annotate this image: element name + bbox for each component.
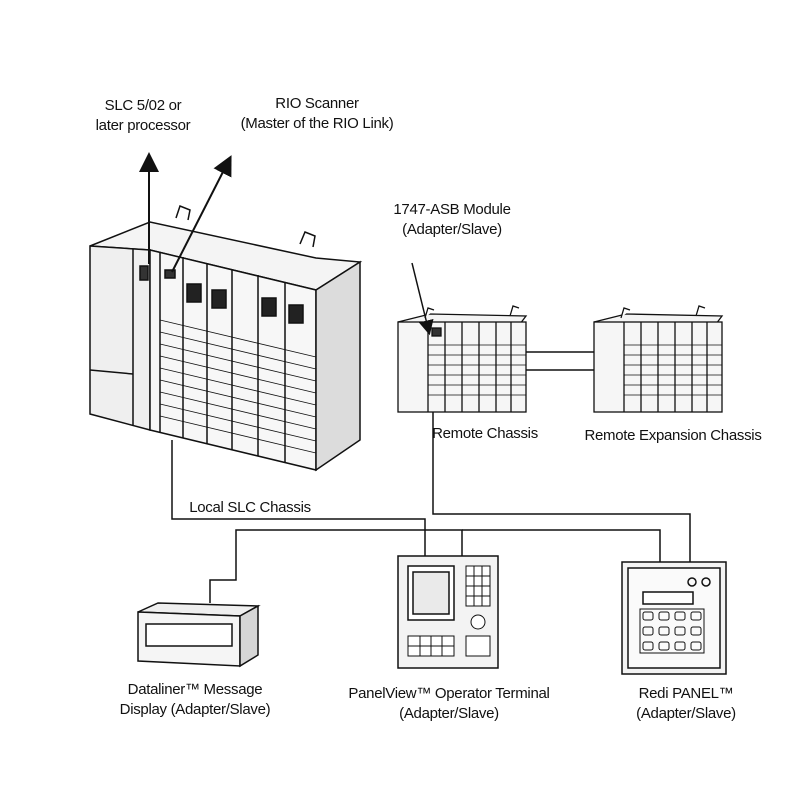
remote-chassis-label: Remote Chassis — [432, 425, 538, 442]
remote-expansion-chassis-icon — [593, 305, 724, 413]
local-slc-chassis-icon — [89, 205, 363, 472]
panelview-label-line1: PanelView™ Operator Terminal — [348, 685, 550, 702]
dataliner-label: Dataliner™ Message Display (Adapter/Slav… — [100, 680, 290, 720]
expansion-cable — [526, 351, 594, 371]
processor-label-line1: SLC 5/02 or — [104, 97, 182, 114]
dataliner-label-line2: Display (Adapter/Slave) — [119, 701, 271, 718]
asb-module-label-line2: (Adapter/Slave) — [402, 221, 502, 238]
dataliner-display-icon — [137, 602, 261, 668]
asb-module-label: 1747-ASB Module (Adapter/Slave) — [382, 200, 522, 240]
redipanel-label-line2: (Adapter/Slave) — [636, 705, 736, 722]
rio-scanner-label-line2: (Master of the RIO Link) — [240, 115, 394, 132]
asb-module-label-line1: 1747-ASB Module — [393, 201, 511, 218]
dataliner-label-line1: Dataliner™ Message — [127, 681, 263, 698]
rio-scanner-arrow-icon — [171, 155, 232, 273]
processor-label-line2: later processor — [95, 117, 191, 134]
redi-panel-icon — [621, 561, 727, 675]
rio-scanner-label-line1: RIO Scanner — [275, 95, 359, 112]
rio-link-cable — [171, 412, 691, 603]
remote-chassis-icon — [397, 305, 528, 413]
panelview-label: PanelView™ Operator Terminal (Adapter/Sl… — [334, 684, 564, 724]
panelview-terminal-icon — [397, 555, 499, 669]
redipanel-label: Redi PANEL™ (Adapter/Slave) — [616, 684, 756, 724]
redipanel-label-line1: Redi PANEL™ — [638, 685, 734, 702]
asb-module-arrow-icon — [411, 262, 434, 336]
local-chassis-label: Local SLC Chassis — [189, 499, 311, 516]
panelview-label-line2: (Adapter/Slave) — [399, 705, 499, 722]
processor-label: SLC 5/02 or later processor — [78, 96, 208, 136]
rio-scanner-label: RIO Scanner (Master of the RIO Link) — [222, 94, 412, 134]
remote-expansion-chassis-label: Remote Expansion Chassis — [584, 427, 762, 444]
